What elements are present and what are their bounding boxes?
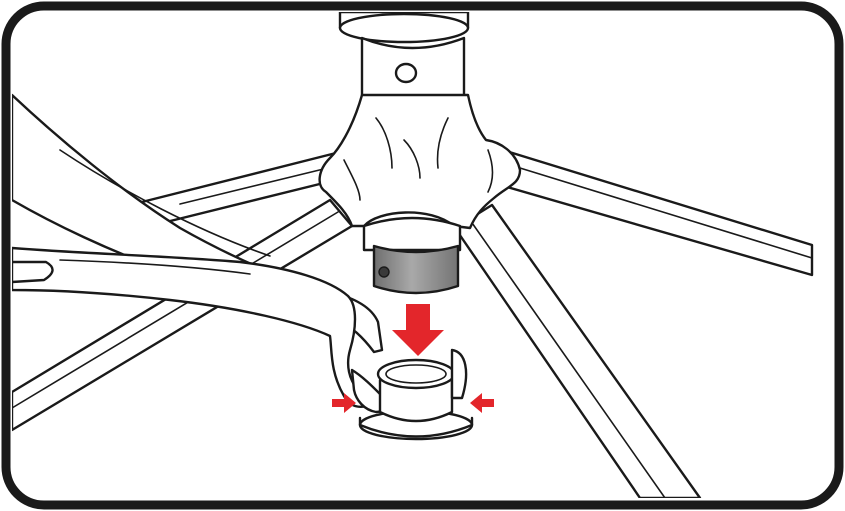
- arrow-right-icon: [332, 393, 356, 413]
- caster-base: [358, 348, 474, 441]
- set-screw-icon: [378, 266, 390, 278]
- arrow-down-icon: [392, 304, 444, 356]
- leg-front-left: [12, 198, 354, 432]
- floor-glide-left: [12, 260, 54, 284]
- base-hub: [318, 93, 522, 230]
- hub-socket-stub: [362, 216, 462, 295]
- hand-right: [12, 246, 387, 414]
- column-hole-icon: [394, 62, 418, 84]
- leg-front-right: [453, 203, 702, 498]
- arrow-left-icon: [470, 393, 494, 413]
